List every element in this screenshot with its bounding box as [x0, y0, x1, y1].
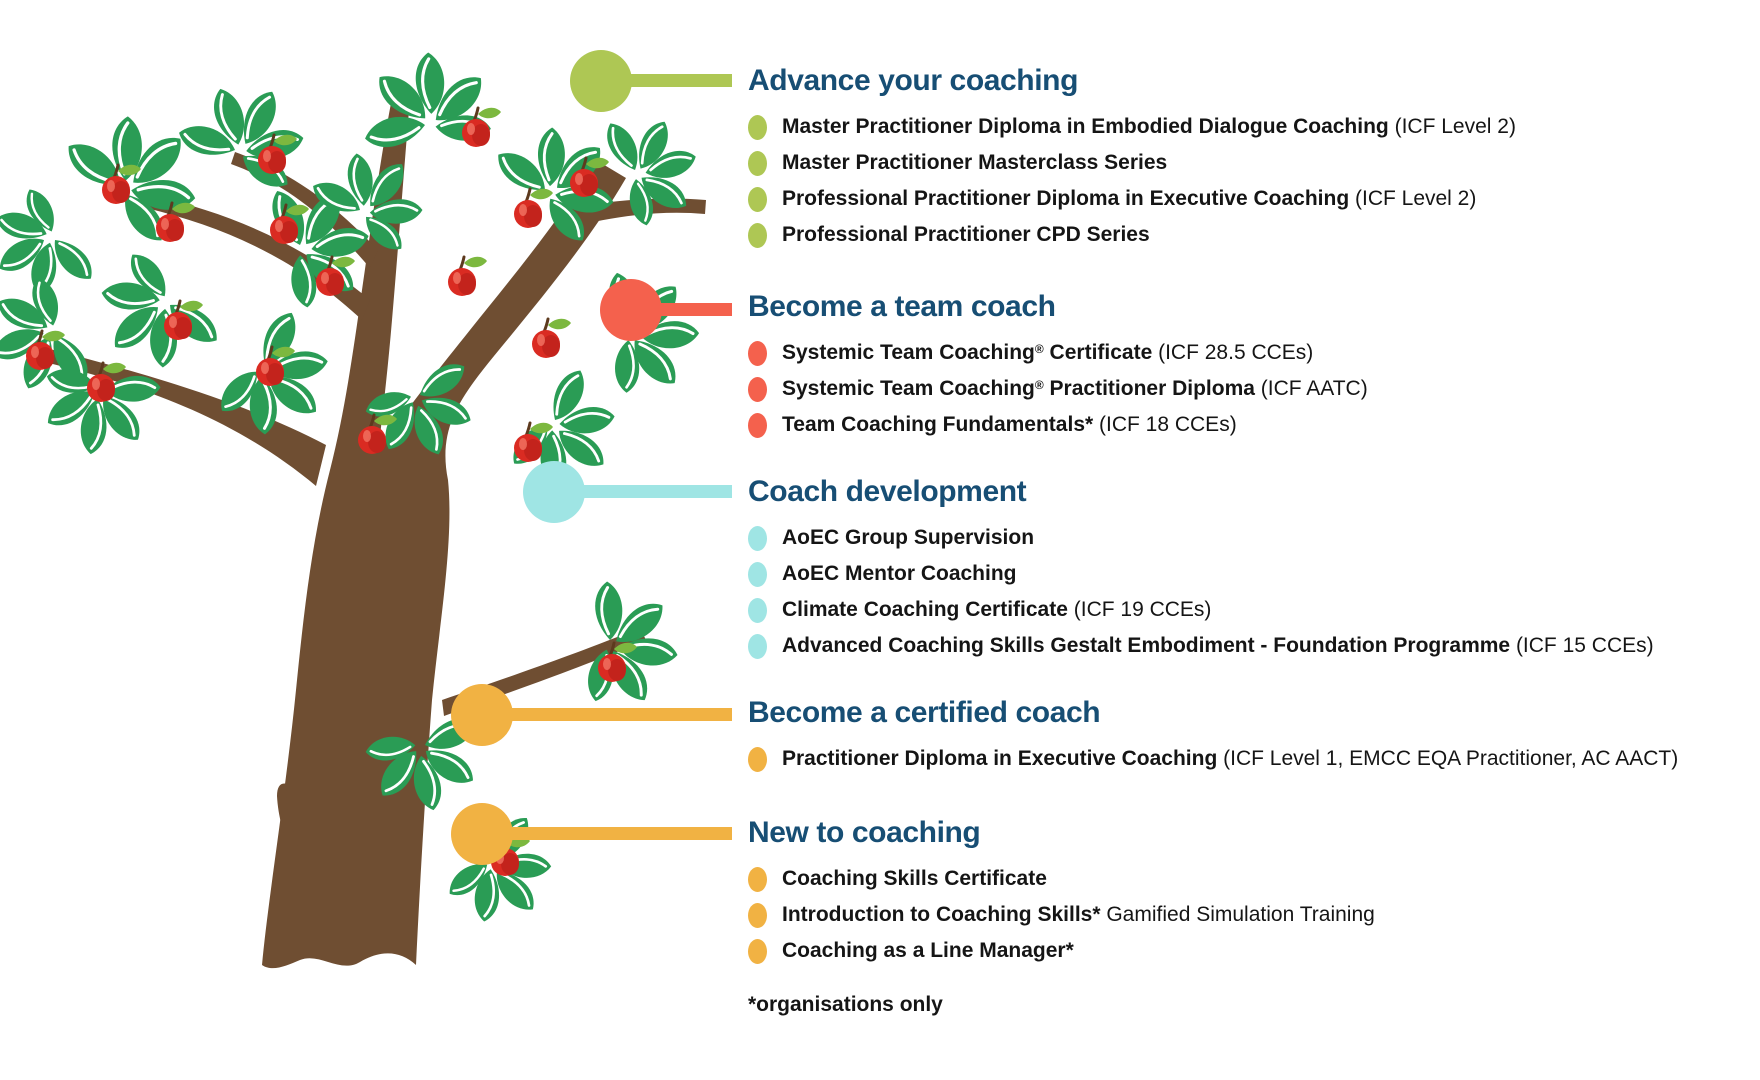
- section-heading: New to coaching: [748, 816, 981, 849]
- list-item: Introduction to Coaching Skills* Gamifie…: [748, 897, 1375, 933]
- list-item: Climate Coaching Certificate (ICF 19 CCE…: [748, 592, 1654, 628]
- item-bullet-icon: [748, 561, 767, 587]
- item-bullet-icon: [748, 150, 767, 176]
- item-bullet-icon: [748, 597, 767, 623]
- item-bullet-icon: [748, 340, 767, 366]
- item-bullet-icon: [748, 114, 767, 140]
- item-label: Coaching as a Line Manager*: [782, 939, 1074, 962]
- item-bullet-icon: [748, 222, 767, 248]
- list-item: Systemic Team Coaching® Practitioner Dip…: [748, 371, 1368, 407]
- item-list: Systemic Team Coaching® Certificate (ICF…: [748, 335, 1368, 443]
- section-marker-line: [630, 303, 732, 316]
- list-item: AoEC Mentor Coaching: [748, 556, 1654, 592]
- item-label: Master Practitioner Diploma in Embodied …: [782, 115, 1516, 138]
- list-item: Master Practitioner Diploma in Embodied …: [748, 109, 1516, 145]
- item-label: Systemic Team Coaching® Certificate (ICF…: [782, 341, 1314, 364]
- list-item: Advanced Coaching Skills Gestalt Embodim…: [748, 628, 1654, 664]
- item-bullet-icon: [748, 376, 767, 402]
- item-bullet-icon: [748, 938, 767, 964]
- section-marker-line: [481, 827, 732, 840]
- section-heading: Become a team coach: [748, 290, 1056, 323]
- list-item: Coaching Skills Certificate: [748, 861, 1375, 897]
- list-item: Practitioner Diploma in Executive Coachi…: [748, 741, 1678, 777]
- list-item: Master Practitioner Masterclass Series: [748, 145, 1516, 181]
- item-label: Team Coaching Fundamentals* (ICF 18 CCEs…: [782, 413, 1237, 436]
- list-item: AoEC Group Supervision: [748, 520, 1654, 556]
- item-bullet-icon: [748, 186, 767, 212]
- list-item: Team Coaching Fundamentals* (ICF 18 CCEs…: [748, 407, 1368, 443]
- section-heading: Become a certified coach: [748, 696, 1101, 729]
- item-label: Practitioner Diploma in Executive Coachi…: [782, 747, 1679, 770]
- item-bullet-icon: [748, 525, 767, 551]
- item-label: Professional Practitioner Diploma in Exe…: [782, 187, 1477, 210]
- item-label: Professional Practitioner CPD Series: [782, 223, 1150, 246]
- item-bullet-icon: [748, 902, 767, 928]
- section-marker-line: [553, 485, 732, 498]
- apple-tree-illustration: [0, 0, 740, 969]
- footnote: *organisations only: [748, 993, 943, 1016]
- section-marker-line: [600, 74, 732, 87]
- item-label: Coaching Skills Certificate: [782, 867, 1047, 890]
- item-bullet-icon: [748, 866, 767, 892]
- item-label: Advanced Coaching Skills Gestalt Embodim…: [782, 634, 1654, 657]
- item-bullet-icon: [748, 633, 767, 659]
- list-item: Professional Practitioner Diploma in Exe…: [748, 181, 1516, 217]
- list-item: Coaching as a Line Manager*: [748, 933, 1375, 969]
- section-heading: Advance your coaching: [748, 64, 1079, 97]
- item-list: Master Practitioner Diploma in Embodied …: [748, 109, 1516, 253]
- item-label: AoEC Mentor Coaching: [782, 562, 1017, 585]
- item-label: Systemic Team Coaching® Practitioner Dip…: [782, 377, 1368, 400]
- item-label: Master Practitioner Masterclass Series: [782, 151, 1168, 174]
- item-label: Climate Coaching Certificate (ICF 19 CCE…: [782, 598, 1212, 621]
- item-bullet-icon: [748, 746, 767, 772]
- item-label: AoEC Group Supervision: [782, 526, 1035, 549]
- item-bullet-icon: [748, 412, 767, 438]
- section-heading: Coach development: [748, 475, 1027, 508]
- item-label: Introduction to Coaching Skills* Gamifie…: [782, 903, 1375, 926]
- list-item: Systemic Team Coaching® Certificate (ICF…: [748, 335, 1368, 371]
- item-list: Practitioner Diploma in Executive Coachi…: [748, 741, 1678, 777]
- section-marker-line: [481, 708, 732, 721]
- list-item: Professional Practitioner CPD Series: [748, 217, 1516, 253]
